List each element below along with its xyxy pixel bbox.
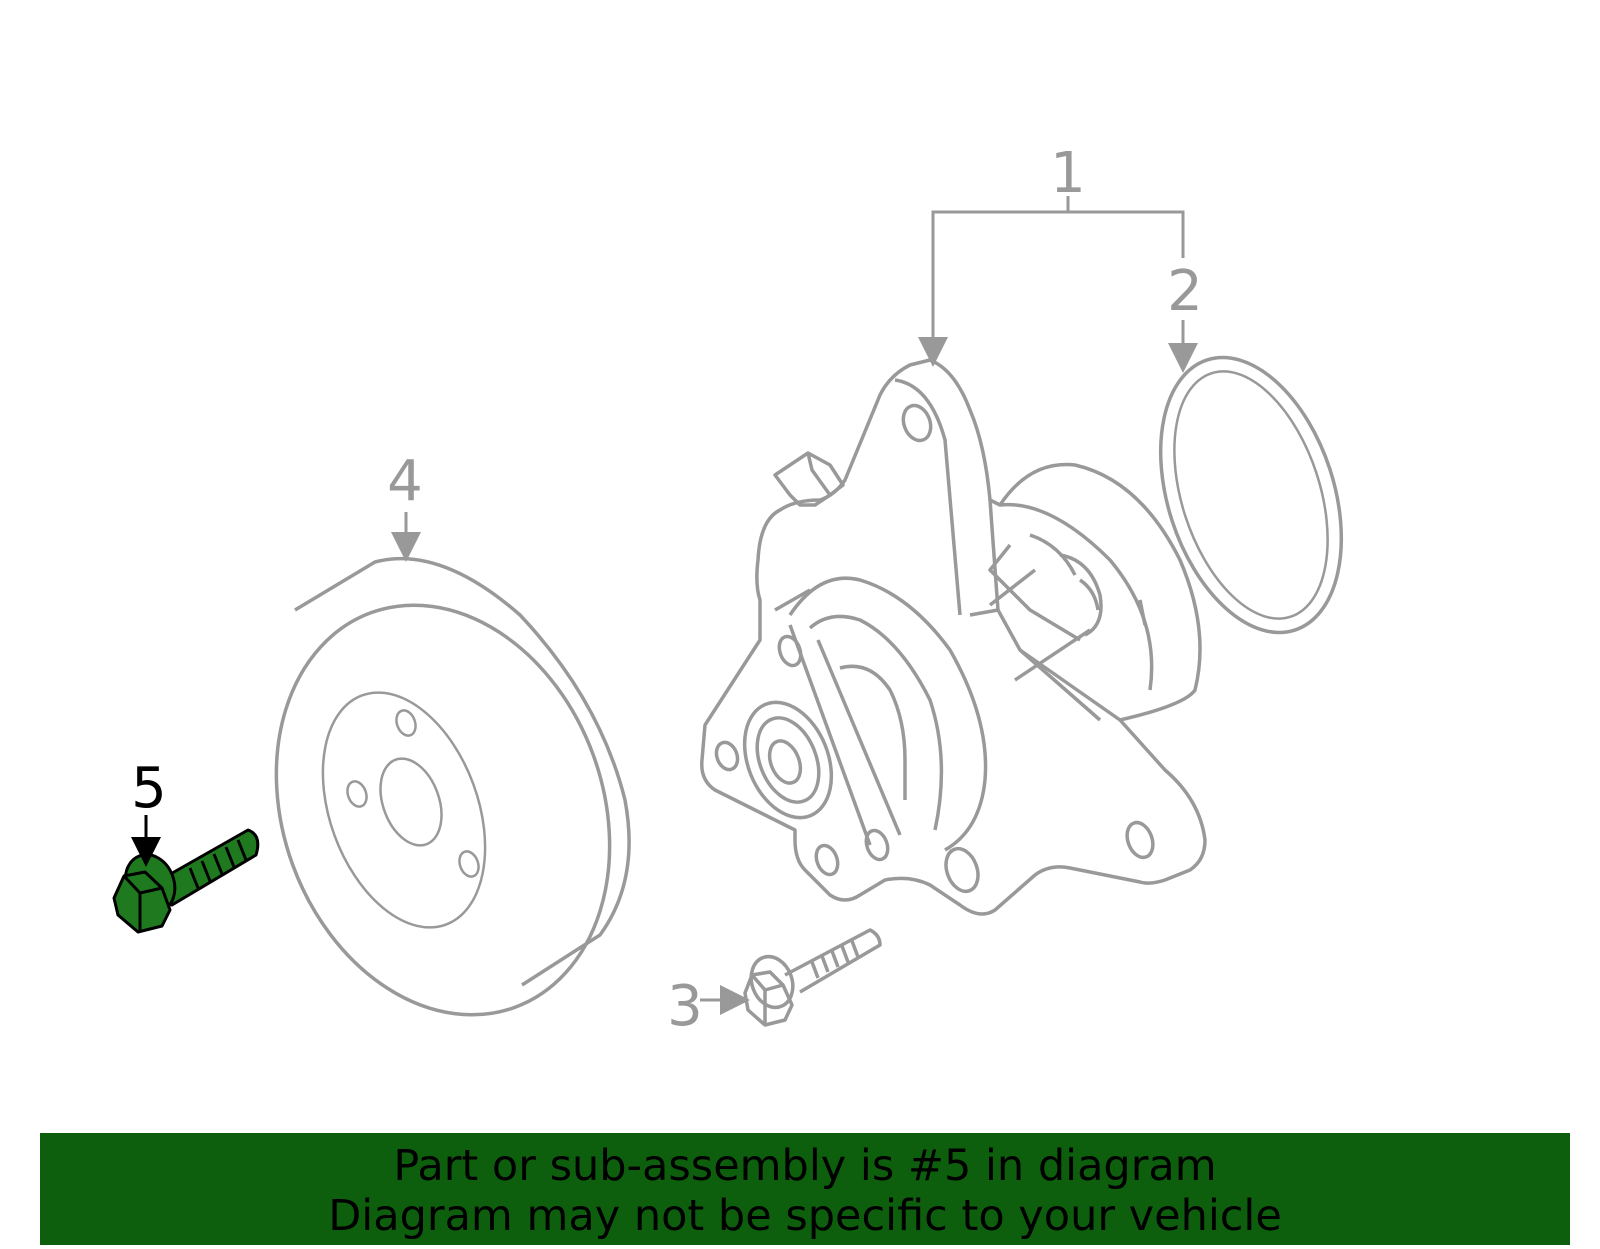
leader-part-1-bracket [931,210,1185,350]
banner-line-1: Part or sub-assembly is #5 in diagram [393,1141,1217,1191]
gasket[interactable] [1128,334,1374,655]
callout-part-1: 1 [1050,141,1086,206]
callout-part-2: 2 [1167,259,1203,324]
callout-part-4: 4 [387,449,423,514]
callout-part-3: 3 [667,974,703,1039]
notice-banner: Part or sub-assembly is #5 in diagram Di… [40,1133,1570,1245]
callout-part-5: 5 [131,756,167,821]
pulley[interactable] [221,557,665,1062]
banner-line-2: Diagram may not be specific to your vehi… [328,1191,1282,1241]
bolt-part-5-highlighted[interactable] [112,828,260,934]
water-pump-body[interactable] [700,358,1207,916]
leader-lines [131,196,1198,1015]
bolt-part-3[interactable] [743,928,882,1027]
